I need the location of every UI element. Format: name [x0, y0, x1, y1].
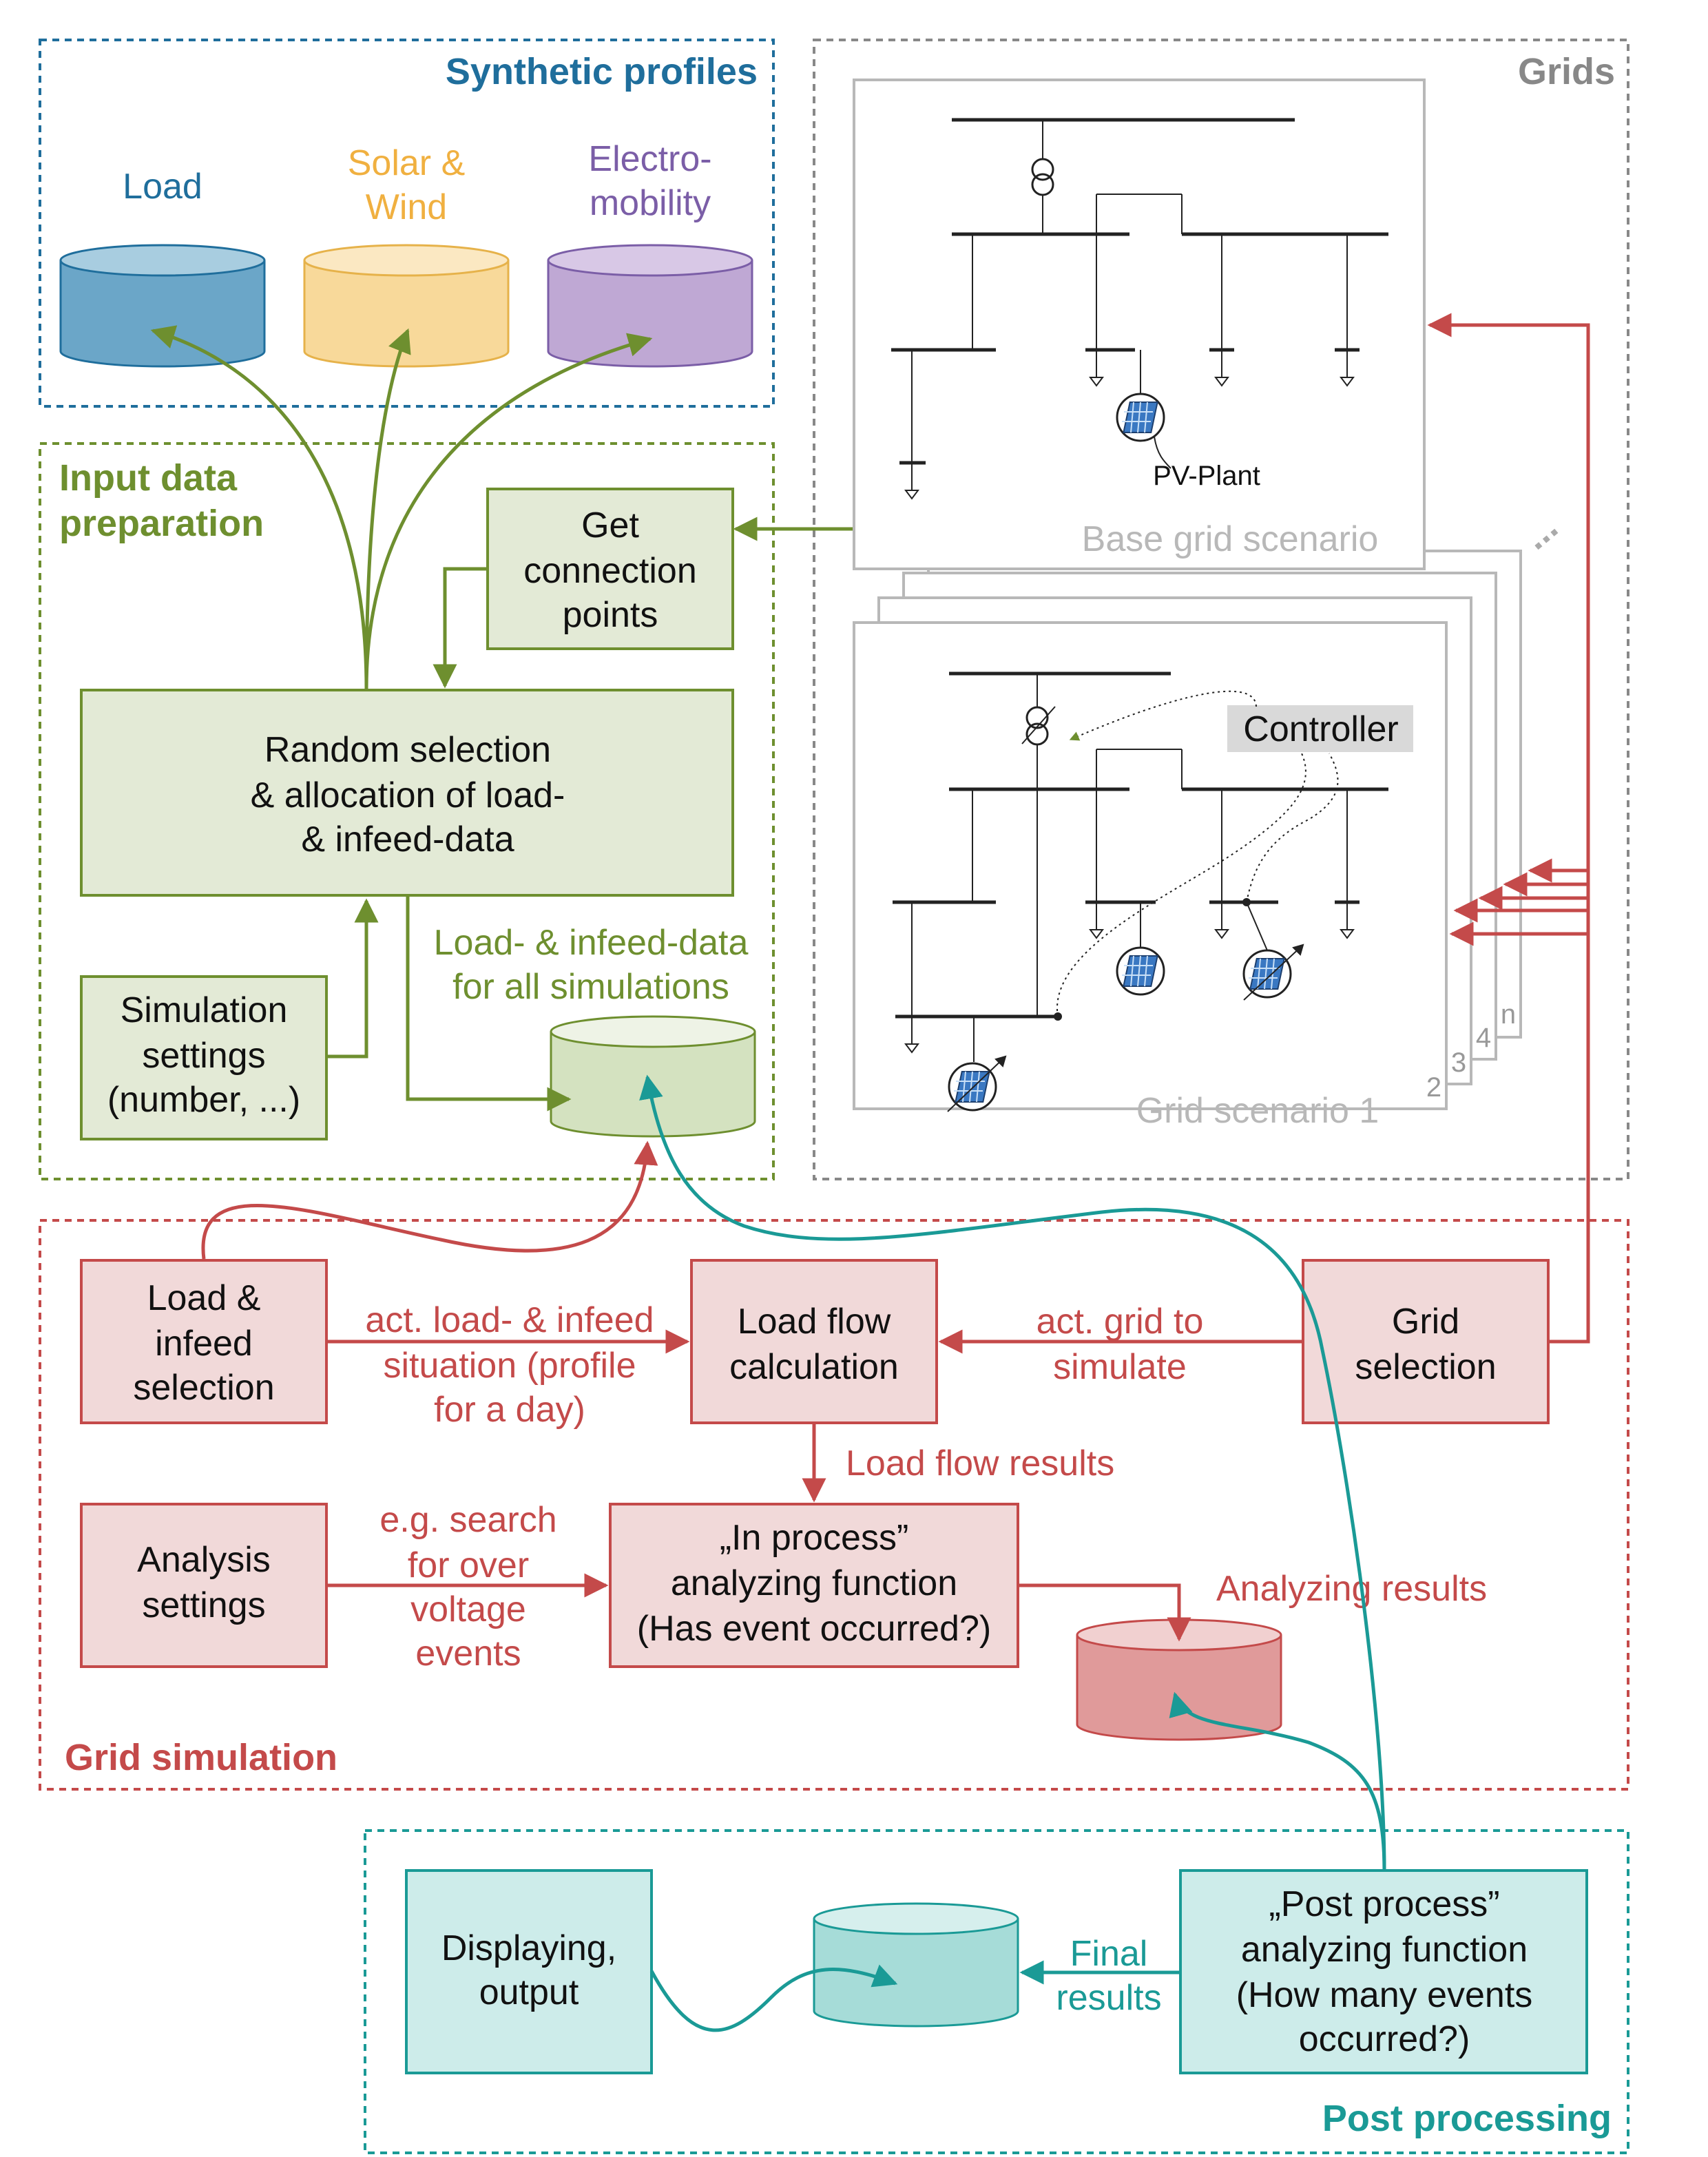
pv-plant-icon-2 [1116, 946, 1165, 996]
displaying-output-box [405, 1869, 653, 2074]
post-process-line-1: „Post process” [1269, 1884, 1499, 1924]
green-connectors [150, 325, 854, 1112]
more-scenarios-ellipsis: ... [1515, 506, 1565, 558]
grids-title: Grids [1518, 51, 1615, 92]
red-connectors [201, 313, 1590, 1642]
final-results-line-1: Final [1070, 1934, 1148, 1974]
random-selection-line-3: & infeed-data [301, 820, 514, 859]
emobility-database [547, 244, 753, 368]
analysis-settings-line-2: settings [142, 1585, 265, 1625]
controller-signal-lines [1056, 690, 1339, 1017]
edge-search-line-1: e.g. search [379, 1500, 556, 1540]
solar-wind-label-1: Solar & [348, 143, 466, 183]
controllable-arrows [947, 944, 1304, 1112]
pv-plant-label: PV-Plant [1153, 461, 1260, 491]
synthetic-profiles-title: Synthetic profiles [446, 51, 758, 92]
in-process-line-1: „In process” [720, 1518, 909, 1558]
grid-simulation-title: Grid simulation [65, 1737, 337, 1778]
edge-grid-line-1: act. grid to [1037, 1302, 1204, 1342]
stack-number-4: 4 [1476, 1023, 1491, 1053]
controller-label: Controller [1243, 709, 1398, 749]
load-infeed-selection-line-2: infeed [155, 1324, 253, 1364]
random-selection-line-1: Random selection [264, 730, 551, 770]
analysis-settings-line-1: Analysis [137, 1540, 271, 1580]
load-flow-calculation-box [690, 1259, 938, 1424]
base-grid-scenario-label: Base grid scenario [1082, 519, 1379, 559]
load-database [59, 244, 266, 368]
get-connection-points-line-2: connection [523, 551, 697, 591]
load-flow-calculation-line-2: calculation [729, 1347, 899, 1387]
in-process-line-2: analyzing function [671, 1563, 957, 1603]
base-grid-scenario-frame [853, 79, 1426, 570]
input-data-preparation-title-1: Input data [59, 457, 238, 499]
load-infeed-selection-line-1: Load & [147, 1278, 261, 1318]
load-infeed-selection-line-3: selection [133, 1368, 274, 1408]
grid-scenario-1-label: Grid scenario 1 [1136, 1091, 1379, 1131]
grid-selection-box [1302, 1259, 1550, 1424]
displaying-output-line-2: output [479, 1972, 579, 2012]
get-connection-points-line-1: Get [581, 506, 639, 545]
analyzing-results-label: Analyzing results [1216, 1569, 1487, 1609]
stack-number-2: 2 [1426, 1072, 1441, 1103]
post-process-line-2: analyzing function [1241, 1930, 1528, 1970]
post-process-line-4: occurred?) [1299, 2019, 1470, 2059]
simulation-settings-line-3: (number, ...) [107, 1080, 300, 1120]
post-processing-title: Post processing [1322, 2098, 1612, 2139]
stack-number-3: 3 [1451, 1048, 1466, 1078]
controller-box [1227, 705, 1413, 752]
load-infeed-data-label-2: for all simulations [452, 967, 729, 1007]
final-results-database [813, 1902, 1019, 2028]
post-boxes [405, 1869, 1588, 2074]
edge-situation-line-1: act. load- & infeed [365, 1300, 654, 1340]
load-infeed-database [550, 1015, 756, 1138]
post-process-analyzing-box [1179, 1869, 1588, 2074]
load-flow-results-label: Load flow results [846, 1444, 1114, 1483]
random-selection-line-2: & allocation of load- [251, 775, 565, 815]
get-connection-points-line-3: points [563, 595, 658, 635]
load-flow-calculation-line-1: Load flow [738, 1302, 891, 1342]
final-results-line-2: results [1056, 1978, 1161, 2018]
in-process-line-3: (Has event occurred?) [637, 1609, 991, 1649]
post-process-line-3: (How many events [1236, 1975, 1533, 2015]
grid-scenario-1-schematic [893, 671, 1388, 1062]
solar-wind-label-2: Wind [366, 187, 447, 227]
edge-situation-line-3: for a day) [434, 1390, 585, 1430]
grid-scenario-stack [853, 550, 1522, 1110]
load-label: Load [123, 167, 202, 207]
simulation-settings-line-1: Simulation [121, 990, 288, 1030]
stack-number-n: n [1501, 999, 1516, 1030]
analyzing-results-database [1076, 1618, 1282, 1741]
controllable-pv-icon [1242, 949, 1292, 999]
simulation-settings-box [80, 975, 328, 1140]
edge-grid-line-2: simulate [1053, 1347, 1187, 1387]
input-data-preparation-region [39, 442, 775, 1180]
pv-plant-icon [1116, 393, 1165, 442]
edge-situation-line-2: situation (profile [383, 1346, 636, 1386]
teal-connectors [639, 1074, 1386, 2032]
edge-search-line-3: voltage [410, 1590, 526, 1629]
base-grid-schematic [891, 118, 1388, 499]
edge-search-line-2: for over [408, 1545, 529, 1585]
load-infeed-data-label-1: Load- & infeed-data [434, 923, 749, 963]
solar-wind-database [303, 244, 510, 368]
synthetic-profiles-region [39, 39, 775, 408]
edge-search-line-4: events [415, 1634, 521, 1674]
emobility-label-1: Electro- [588, 139, 711, 179]
grids-region [813, 39, 1629, 1180]
load-infeed-selection-box [80, 1259, 328, 1424]
emobility-label-2: mobility [590, 183, 711, 223]
simulation-settings-line-2: settings [142, 1036, 265, 1076]
grid-selection-line-1: Grid [1392, 1302, 1459, 1342]
analysis-settings-box [80, 1503, 328, 1668]
displaying-output-line-1: Displaying, [441, 1928, 616, 1968]
grid-selection-line-2: selection [1355, 1347, 1496, 1387]
grid-simulation-region [39, 1219, 1629, 1791]
get-connection-points-box [486, 488, 734, 650]
input-data-preparation-title-2: preparation [59, 503, 264, 544]
random-selection-box [80, 689, 734, 897]
